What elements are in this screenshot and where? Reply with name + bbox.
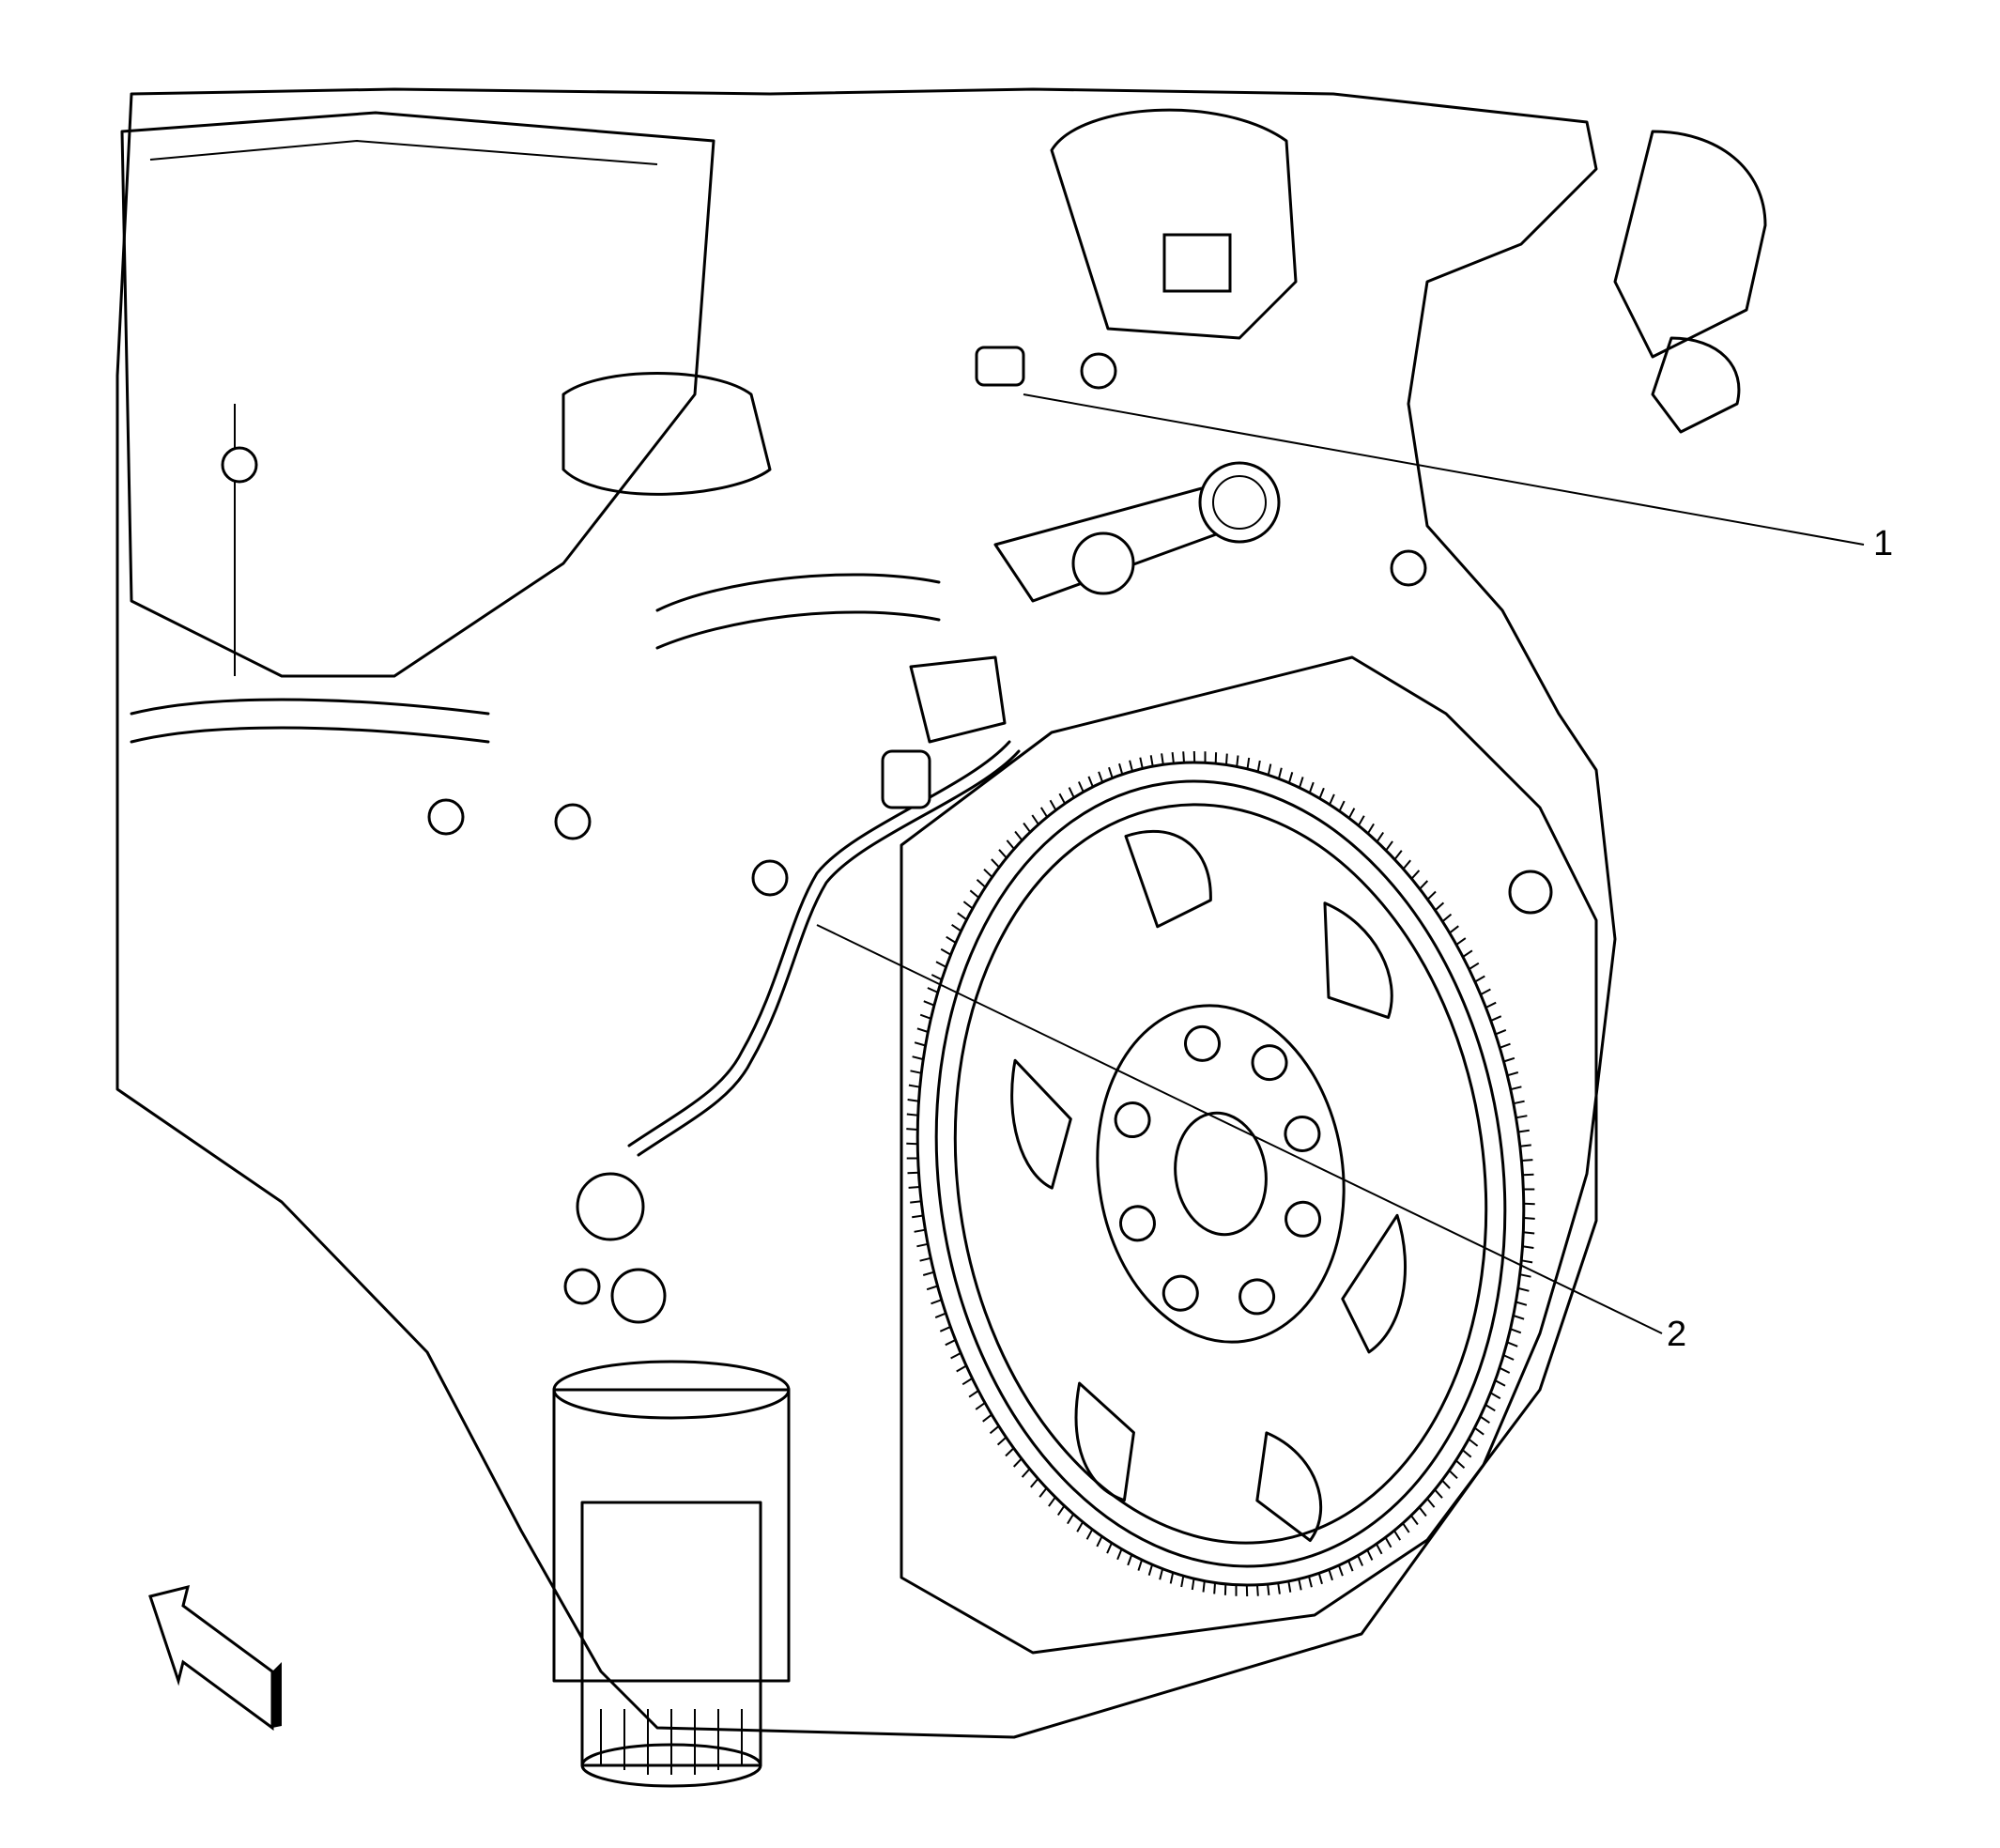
flexplate — [915, 761, 1526, 1587]
oil-filter — [552, 1360, 791, 1788]
callout-label-1: 1 — [1873, 524, 1894, 563]
callout-label-2: 2 — [1667, 1315, 1687, 1354]
callout-2-leader — [816, 924, 1663, 1334]
engine-rear-plate — [900, 655, 1598, 1655]
ring-gear-teeth — [906, 750, 1535, 1597]
coolant-hoses — [130, 461, 1281, 744]
flexplate-bolts — [1114, 1024, 1322, 1316]
engine-bolts — [221, 352, 1553, 1324]
callout-leaders — [816, 393, 1865, 1334]
gear-teeth-path — [906, 750, 1535, 1597]
flexplate-windows — [1010, 829, 1408, 1543]
view-direction-arrow-icon — [148, 1584, 282, 1731]
crankshaft-position-sensor — [576, 655, 1021, 1241]
engine-block — [115, 87, 1617, 1739]
callout-1-leader — [1023, 393, 1865, 546]
upper-right-components — [975, 108, 1767, 434]
